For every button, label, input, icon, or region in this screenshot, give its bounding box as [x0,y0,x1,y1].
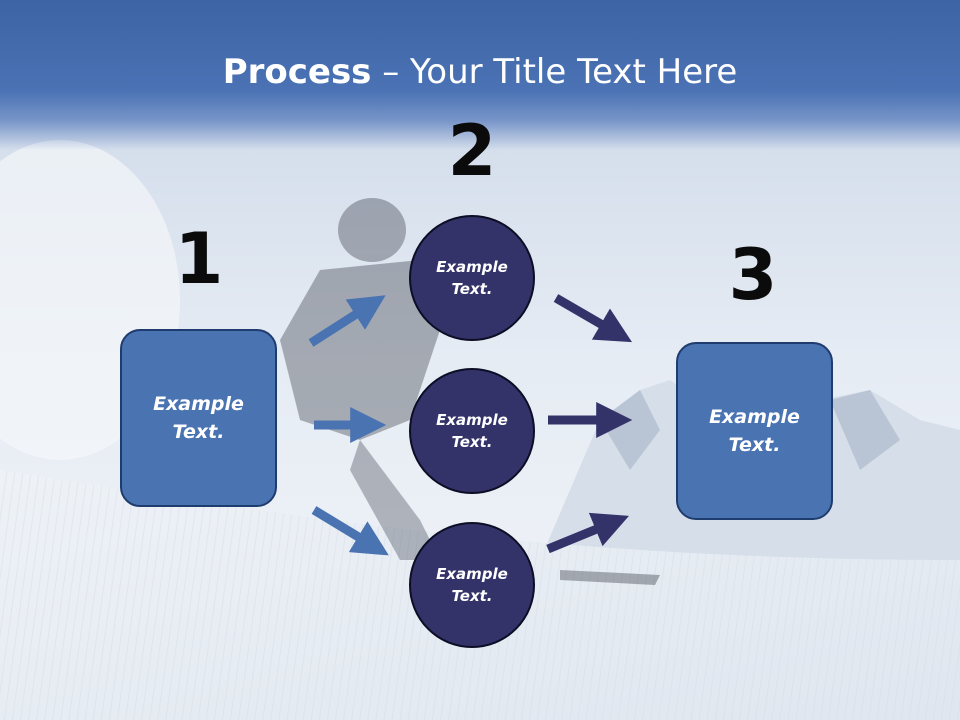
slide-title: Process – Your Title Text Here [0,52,960,92]
title-bar [0,0,960,150]
step-2-number: 2 [447,110,497,192]
title-bold: Process [222,52,372,92]
step-1-number: 1 [174,218,224,300]
title-rest: – Your Title Text Here [371,52,738,92]
step-2-circle-top: Example Text. [409,215,535,341]
step-2-circle-top-text: Example Text. [436,257,508,299]
arrow-top-to-3 [553,294,633,343]
step-3-text: Example Text. [709,405,800,457]
step-2-circle-bottom-text: Example Text. [436,564,508,606]
arrow-bottom-to-3 [546,512,629,554]
step-3-number: 3 [728,234,778,316]
step-3-box: Example Text. [676,342,833,520]
step-1-text: Example Text. [153,392,244,444]
step-2-circle-middle-text: Example Text. [436,410,508,452]
step-2-circle-bottom: Example Text. [409,522,535,648]
step-2-circle-middle: Example Text. [409,368,535,494]
arrow-1-to-bottom [311,506,389,556]
step-1-box: Example Text. [120,329,277,507]
arrow-1-to-top [308,295,386,347]
